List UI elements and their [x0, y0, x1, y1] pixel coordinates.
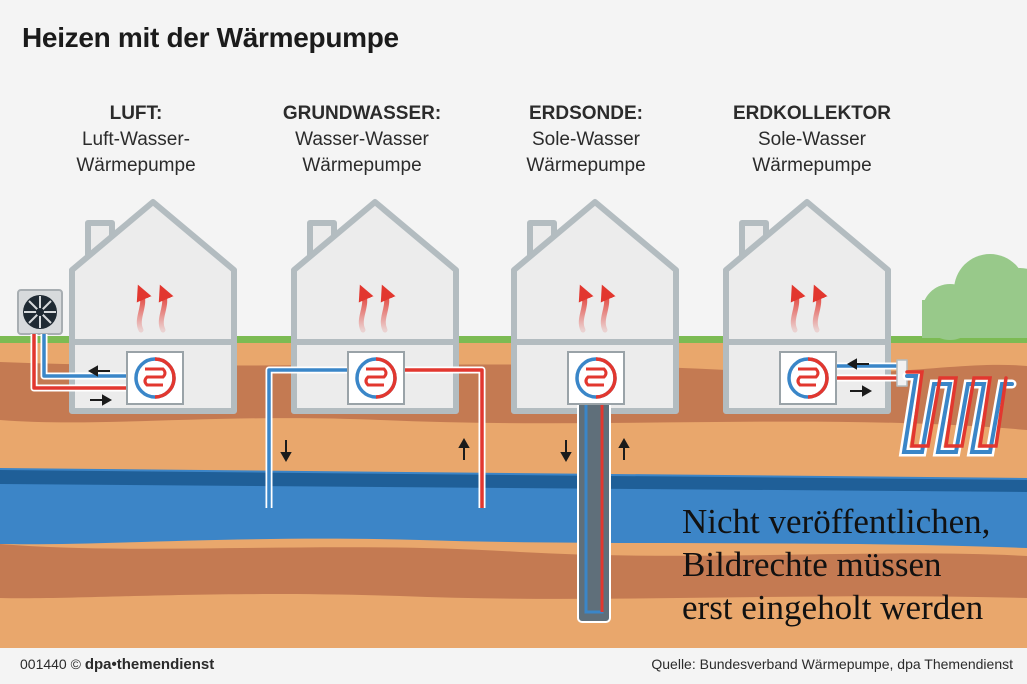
variant-subtitle-2: Wärmepumpe: [526, 155, 646, 176]
variant-subtitle-2: Wärmepumpe: [76, 155, 196, 176]
house: [69, 199, 237, 414]
heat-exchanger-icon: [347, 351, 405, 405]
soil-band-dark: [0, 544, 1027, 599]
groundwater-edge: [0, 470, 1027, 492]
pipe-pair-grundwasser: [265, 366, 486, 508]
heat-exchanger-icon: [567, 351, 625, 405]
credit-line: 001440 © dpa•themendienst: [20, 656, 214, 673]
footer-bar: [0, 648, 1027, 684]
variant-erdsonde: ERDSONDE: Sole-Wasser Wärmepumpe: [476, 101, 696, 179]
shrub-icon: [922, 254, 1027, 340]
flow-arrow-icon: [87, 358, 873, 463]
ground-probe: [577, 399, 611, 623]
brand-logo: dpa•themendienst: [84, 656, 215, 673]
variant-subtitle-1: Luft-Wasser-: [81, 129, 191, 150]
house: [723, 199, 891, 414]
house: [511, 199, 679, 414]
watermark-line-1: Nicht veröffentlichen,: [682, 502, 991, 541]
fan-icon: [17, 289, 63, 335]
credit-code: 001440 ©: [20, 656, 81, 672]
variant-grundwasser: GRUNDWASSER: Wasser-Wasser Wärmepumpe: [252, 101, 472, 179]
variant-heading: ERDKOLLEKTOR: [733, 103, 891, 124]
ground-collector-coil: [898, 370, 1017, 457]
variant-subtitle-1: Sole-Wasser: [531, 129, 641, 150]
heat-arrow-icon: [358, 284, 396, 333]
source-line: Quelle: Bundesverband Wärmepumpe, dpa Th…: [651, 656, 1013, 672]
house: [291, 199, 459, 414]
heat-exchanger-icon: [779, 351, 837, 405]
variant-heading: LUFT:: [109, 103, 163, 124]
heat-arrow-icon: [578, 284, 616, 333]
variant-subtitle-2: Wärmepumpe: [752, 155, 872, 176]
pipe-pair-luft: [30, 334, 128, 392]
variant-subtitle-1: Wasser-Wasser: [295, 129, 429, 150]
watermark-line-3: erst eingeholt werden: [682, 588, 984, 627]
scene: [0, 199, 1027, 648]
variant-subtitle-2: Wärmepumpe: [302, 155, 422, 176]
heat-exchanger-icon: [126, 351, 184, 405]
heat-arrow-icon: [136, 284, 174, 333]
variant-heading: ERDSONDE:: [528, 103, 643, 124]
variant-heading: GRUNDWASSER:: [282, 103, 442, 124]
variant-erdkollektor: ERDKOLLEKTOR Sole-Wasser Wärmepumpe: [702, 101, 922, 179]
pipe-pair-erdkollektor: [835, 359, 908, 387]
page-title: Heizen mit der Wärmepumpe: [22, 22, 399, 53]
heat-arrow-icon: [790, 284, 828, 333]
rights-watermark: Nicht veröffentlichen, Bildrechte müssen…: [682, 500, 1027, 629]
variant-subtitle-1: Sole-Wasser: [757, 129, 867, 150]
variant-luft: LUFT: Luft-Wasser- Wärmepumpe: [26, 101, 246, 179]
watermark-line-2: Bildrechte müssen: [682, 545, 942, 584]
